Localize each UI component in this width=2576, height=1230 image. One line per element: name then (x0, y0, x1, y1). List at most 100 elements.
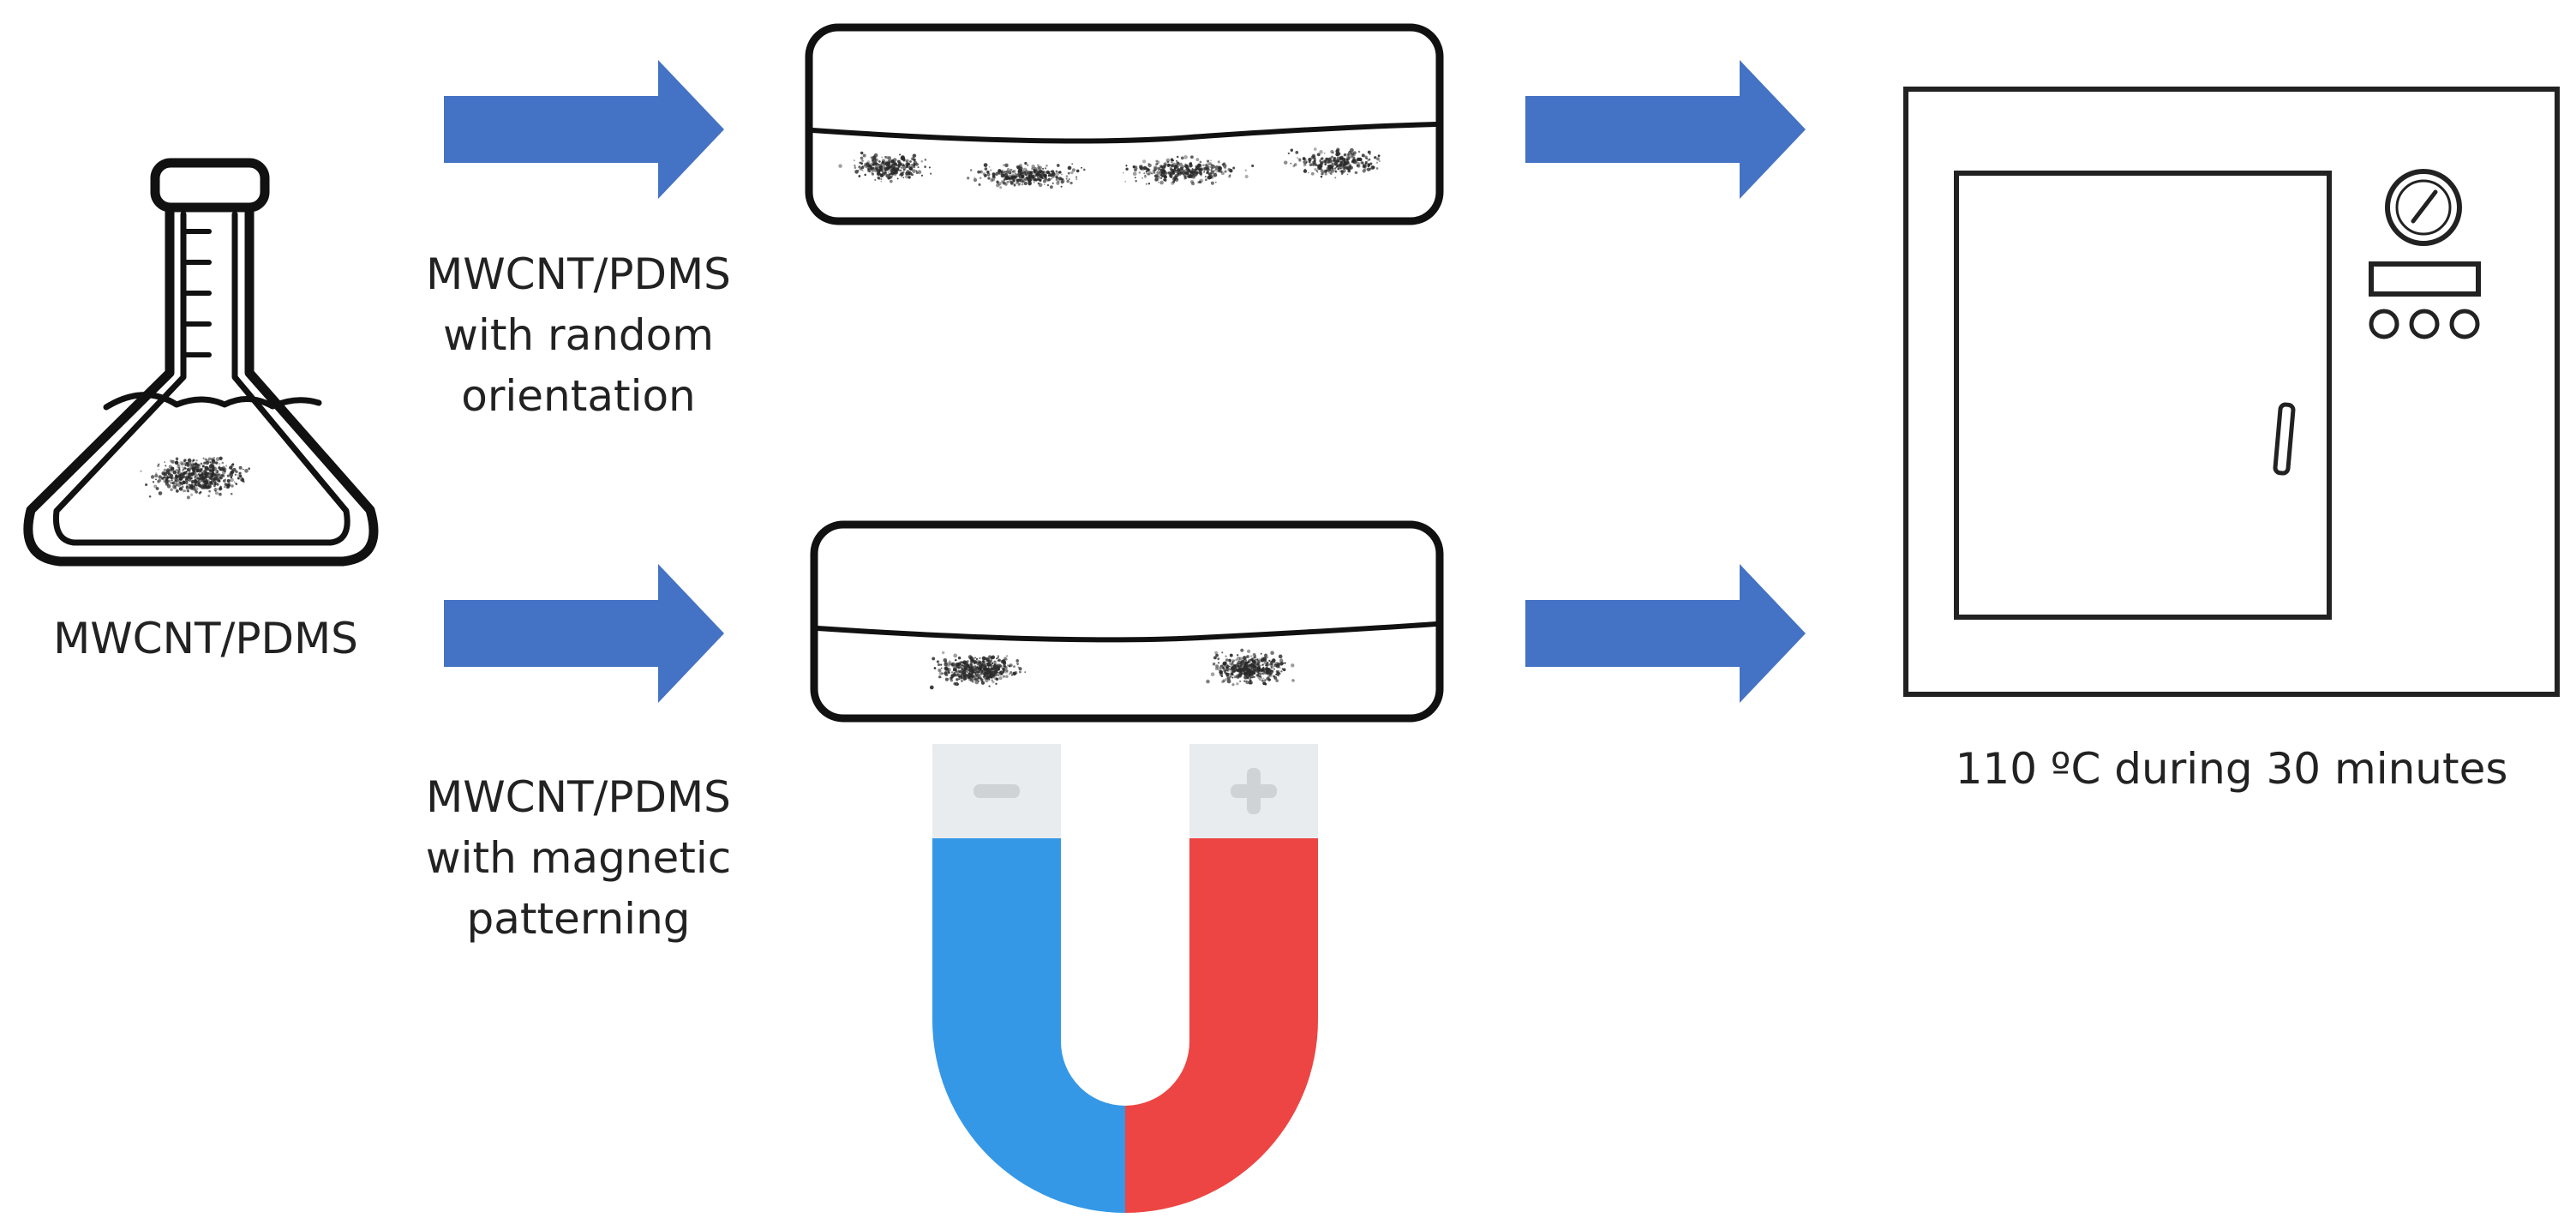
particle-dot (201, 471, 203, 474)
particle-dot (1346, 173, 1349, 176)
particle-dot (896, 167, 899, 171)
particle-dot (873, 161, 878, 165)
particle-dot (167, 472, 171, 476)
particle-dot (1037, 183, 1039, 184)
particle-dot (1071, 168, 1076, 172)
particle-dot (1246, 677, 1249, 680)
particle-dot (1215, 653, 1219, 657)
particle-dot (979, 664, 984, 669)
particle-dot (1320, 169, 1324, 173)
particle-dot (862, 153, 866, 158)
particle-dot (1248, 666, 1253, 671)
particle-dot (1336, 152, 1341, 156)
particle-dot (1326, 157, 1329, 160)
particle-dot (221, 471, 226, 475)
particle-dot (1044, 167, 1047, 170)
particle-dot (854, 166, 857, 169)
particle-dot (1153, 174, 1157, 177)
particle-dot (1240, 648, 1244, 652)
particle-dot (1329, 172, 1333, 175)
particle-dot (1046, 183, 1050, 187)
particle-dot (1237, 654, 1239, 657)
particle-dot (1293, 163, 1297, 166)
particle-dot (1165, 158, 1171, 163)
particle-dot (174, 479, 177, 482)
particle-dot (1313, 162, 1317, 166)
particle-dot (150, 475, 155, 479)
particle-dot (1298, 158, 1302, 161)
particle-dot (165, 476, 169, 480)
particle-dot (951, 673, 955, 676)
particle-dot (1060, 185, 1063, 188)
particle-dot (913, 163, 916, 166)
particle-dot (1135, 179, 1137, 183)
particle-dot (1190, 155, 1194, 159)
particle-dot (182, 476, 184, 479)
particle-dot (1337, 167, 1340, 171)
particle-dot (1324, 172, 1327, 176)
magnetic-particles (929, 648, 1295, 690)
particle-dot (1279, 667, 1281, 669)
particle-dot (166, 475, 169, 477)
particle-dot (217, 473, 221, 477)
particle-dot (969, 677, 974, 682)
particle-dot (186, 495, 190, 500)
particle-dot (219, 477, 223, 480)
particle-dot (997, 663, 1002, 669)
particle-dot (1320, 165, 1321, 167)
mold-container (805, 23, 1444, 225)
particle-dot (196, 469, 200, 473)
particle-dot (955, 670, 957, 673)
particle-dot (1246, 655, 1250, 659)
particle-dot (1303, 163, 1307, 167)
particle-dot (1204, 164, 1207, 167)
particle-dot (1172, 180, 1176, 183)
particle-dot (866, 165, 871, 170)
particle-dot (184, 489, 187, 492)
particle-dot (200, 491, 202, 494)
particle-dot (974, 680, 979, 685)
particle-dot (1343, 167, 1345, 170)
particle-dot (1230, 672, 1234, 675)
particle-dot (1262, 677, 1265, 680)
particle-dot (960, 675, 962, 678)
particle-dot (1057, 171, 1061, 174)
particle-dot (187, 475, 190, 478)
particle-dot (181, 466, 183, 468)
particle-dot (1295, 151, 1299, 154)
particle-dot (1361, 153, 1365, 158)
particle-dot (1375, 161, 1379, 164)
particle-dot (993, 660, 997, 663)
particle-dot (227, 483, 231, 487)
particle-dot (1038, 165, 1042, 171)
particle-dot (1013, 175, 1016, 177)
arrow-magnetic-to-oven (1525, 564, 1806, 703)
particle-dot (243, 480, 245, 483)
particle-dot (238, 465, 243, 470)
particle-dot (1014, 671, 1018, 675)
particle-dot (1147, 173, 1150, 176)
particle-dot (1258, 658, 1261, 661)
particle-dot (861, 170, 864, 172)
particle-dot (991, 177, 996, 182)
particle-dot (1056, 181, 1060, 185)
particle-dot (995, 672, 999, 676)
particle-dot (979, 177, 982, 180)
particle-dot (963, 666, 966, 669)
particle-dot (1208, 162, 1213, 166)
particle-dot (1054, 175, 1058, 178)
particle-dot (1183, 177, 1186, 180)
particle-dot (1352, 153, 1356, 157)
particle-dot (216, 469, 219, 472)
particle-dot (1173, 165, 1178, 170)
particle-dot (160, 477, 165, 480)
particle-dot (235, 483, 238, 485)
particle-dot (219, 465, 221, 468)
particle-dot (1321, 158, 1323, 160)
particle-dot (1147, 163, 1150, 165)
particle-dot (1241, 667, 1244, 669)
particle-dot (1237, 676, 1240, 680)
particle-dot (175, 457, 179, 461)
particle-dot (1167, 171, 1171, 175)
particle-dot (912, 153, 917, 158)
